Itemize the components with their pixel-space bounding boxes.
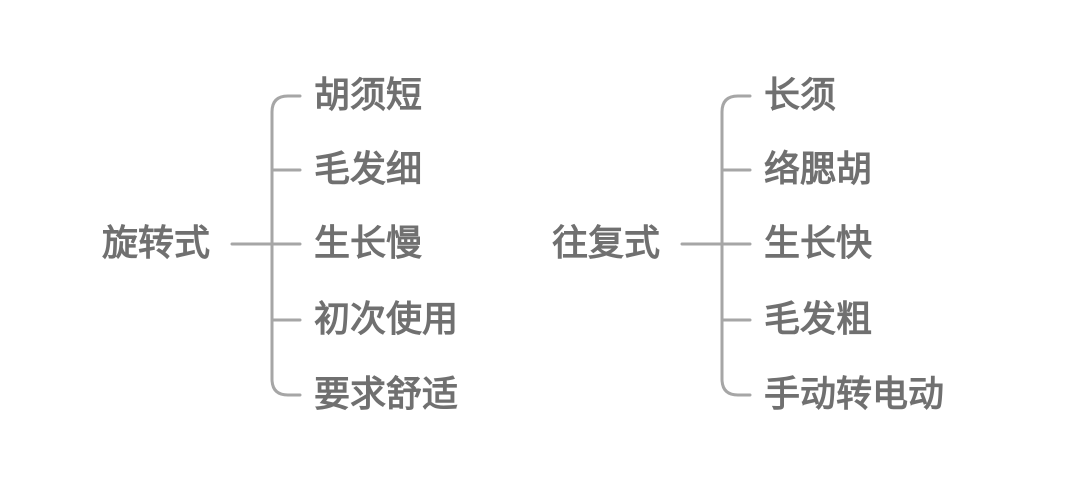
tree-rotary: 旋转式 胡须短 毛发细 生长慢 初次使用 要求舒适 (102, 75, 459, 415)
root-node-label: 往复式 (552, 223, 661, 264)
tree-connectors (680, 94, 752, 397)
leaf-node-label: 长须 (764, 75, 837, 116)
root-node-label: 旋转式 (102, 223, 211, 264)
leaf-node-label: 胡须短 (314, 75, 423, 116)
leaf-node-label: 毛发粗 (764, 299, 873, 340)
leaf-node-label: 初次使用 (314, 299, 459, 340)
leaf-node-label: 络腮胡 (764, 149, 873, 190)
leaf-node-label: 要求舒适 (314, 374, 459, 415)
leaf-node-label: 生长慢 (314, 223, 423, 264)
tree-connectors (230, 94, 302, 397)
leaf-node-label: 生长快 (764, 223, 873, 264)
leaf-node-label: 毛发细 (314, 149, 423, 190)
leaf-node-label: 手动转电动 (764, 374, 945, 415)
tree-reciprocating: 往复式 长须 络腮胡 生长快 毛发粗 手动转电动 (450, 0, 990, 501)
